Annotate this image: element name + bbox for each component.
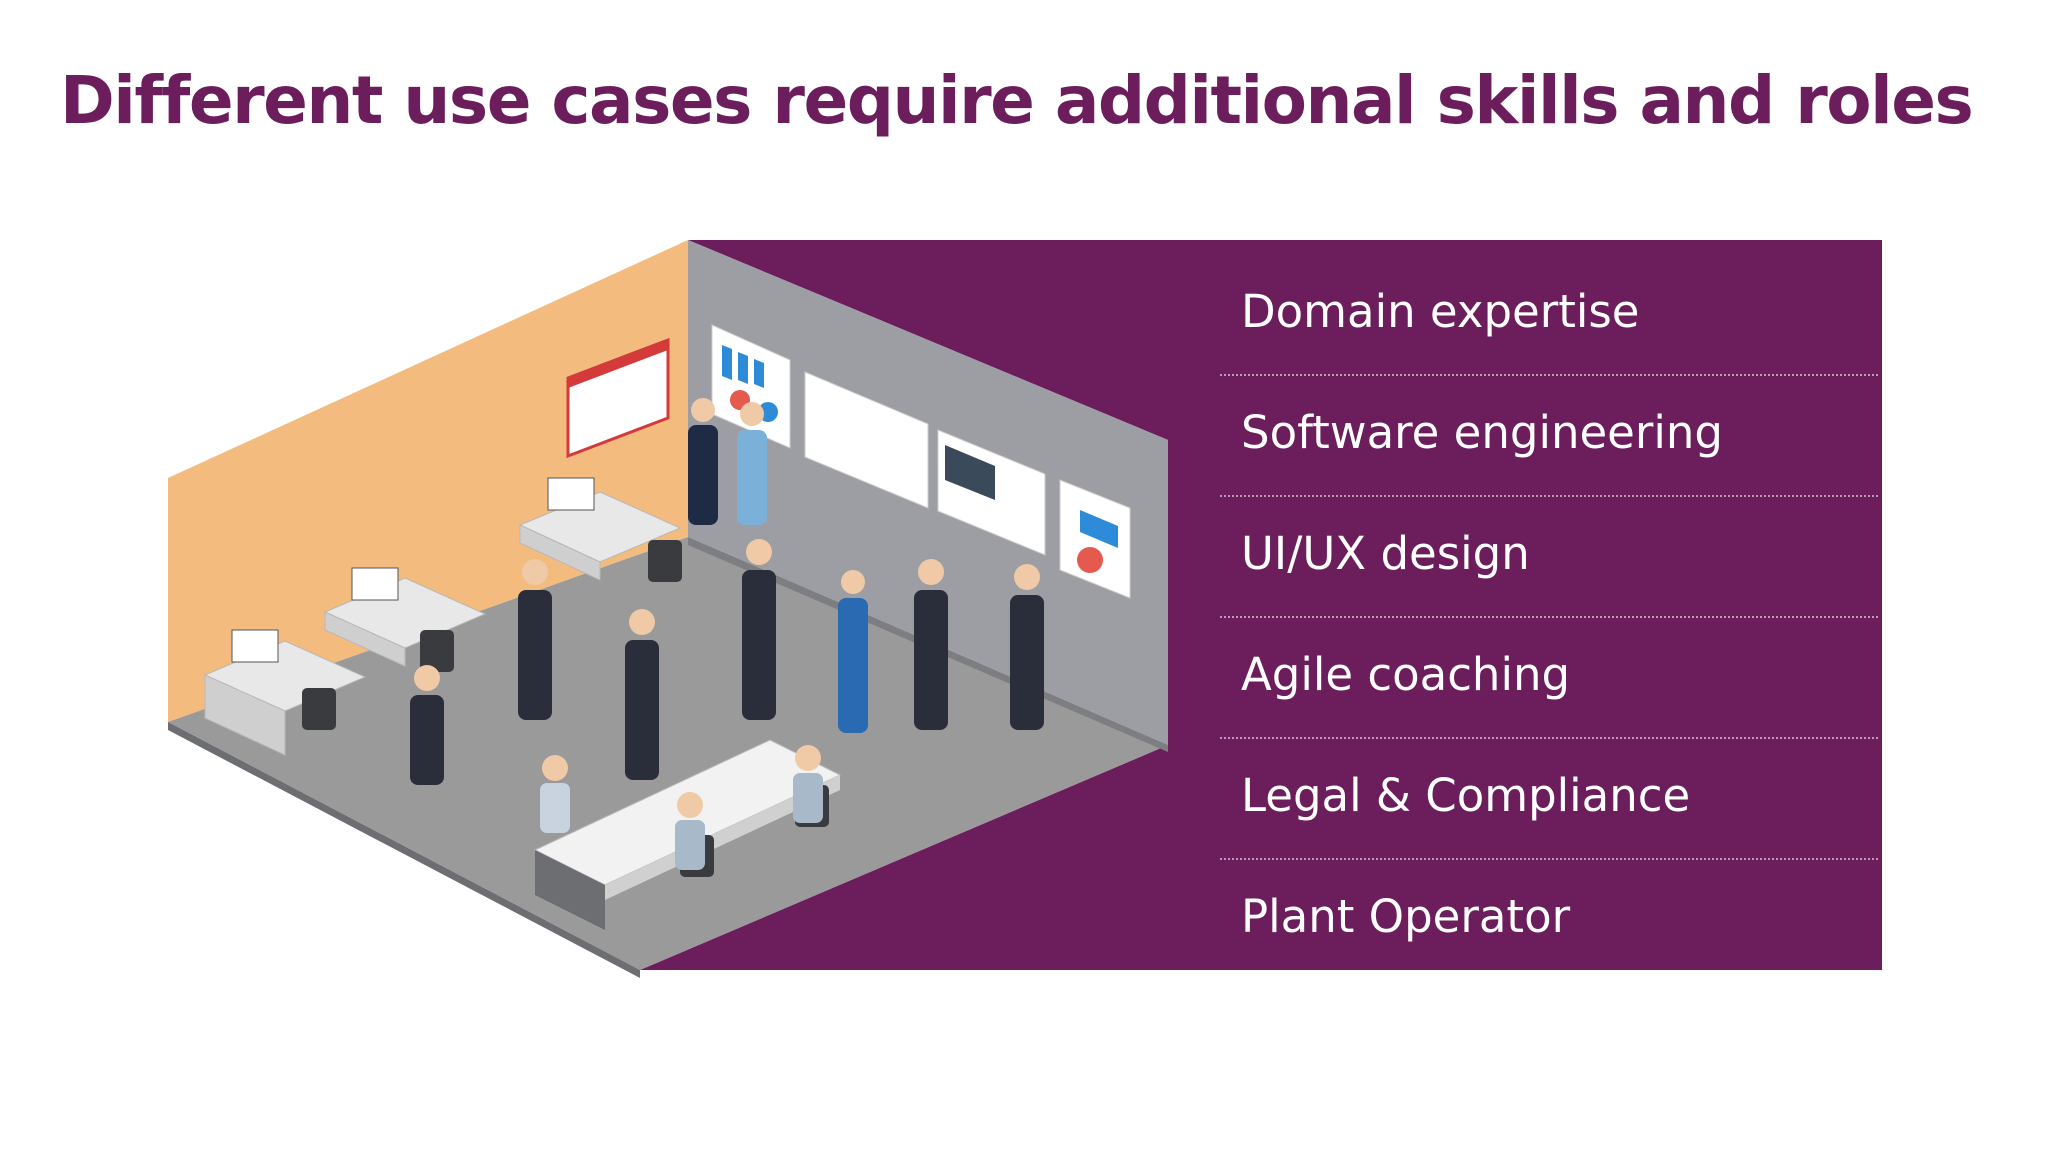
wall-schedule-board	[804, 371, 929, 509]
role-label: UI/UX design	[1241, 527, 1530, 580]
role-item: UI/UX design	[1220, 497, 1878, 618]
role-divider	[1220, 858, 1878, 860]
roles-list: Domain expertise Software engineering UI…	[1220, 255, 1878, 981]
slide-title: Different use cases require additional s…	[60, 62, 1974, 139]
role-item: Agile coaching	[1220, 618, 1878, 739]
role-label: Domain expertise	[1241, 285, 1640, 338]
role-divider	[1220, 374, 1878, 376]
role-item: Legal & Compliance	[1220, 739, 1878, 860]
wall-chart-2	[1059, 479, 1131, 599]
role-divider	[1220, 737, 1878, 739]
role-label: Agile coaching	[1241, 648, 1571, 701]
role-item: Domain expertise	[1220, 255, 1878, 376]
role-label: Software engineering	[1241, 406, 1723, 459]
roles-panel	[640, 240, 1882, 970]
role-item: Plant Operator	[1220, 860, 1878, 981]
monitor-2	[351, 567, 399, 601]
role-divider	[1220, 495, 1878, 497]
left-wall	[168, 240, 688, 722]
role-divider	[1220, 616, 1878, 618]
people	[410, 398, 1044, 870]
role-item: Software engineering	[1220, 376, 1878, 497]
monitor-1	[547, 477, 595, 511]
role-label: Legal & Compliance	[1241, 769, 1691, 822]
monitor-3	[231, 629, 279, 663]
role-label: Plant Operator	[1241, 890, 1571, 943]
